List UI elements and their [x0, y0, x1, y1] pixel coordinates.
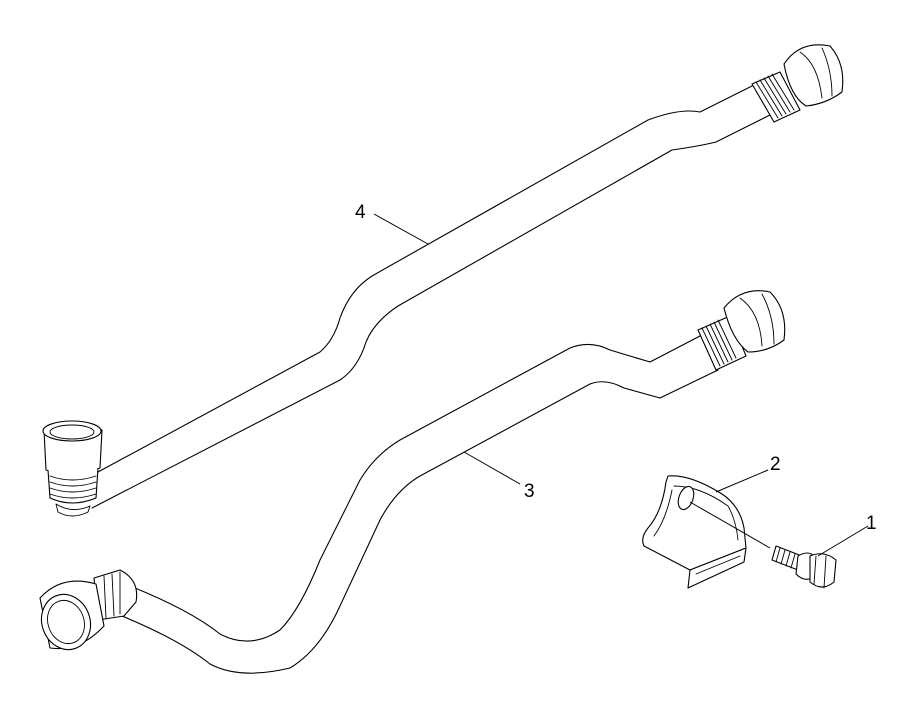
callout-1: 1	[866, 513, 877, 534]
leader-lines	[373, 213, 869, 557]
pipe-4-right-fitting	[751, 44, 844, 123]
leader-3	[463, 451, 521, 485]
pipe-4-left-fitting	[42, 420, 103, 517]
bolt-part-1	[771, 545, 837, 589]
pipe-part-4	[42, 44, 844, 517]
pipe-3-right-fitting	[697, 290, 786, 371]
callout-2: 2	[770, 454, 781, 475]
leader-2	[715, 469, 769, 493]
leader-1	[817, 525, 869, 557]
callout-4: 4	[355, 202, 366, 223]
leader-4	[373, 213, 429, 245]
callout-3: 3	[524, 481, 535, 502]
bracket-hole	[677, 485, 695, 511]
leader-2-to-bolt	[689, 501, 771, 549]
pipe-3-left-fitting	[39, 569, 138, 651]
bracket-part-2	[642, 475, 747, 589]
pipe-part-3	[39, 290, 786, 674]
